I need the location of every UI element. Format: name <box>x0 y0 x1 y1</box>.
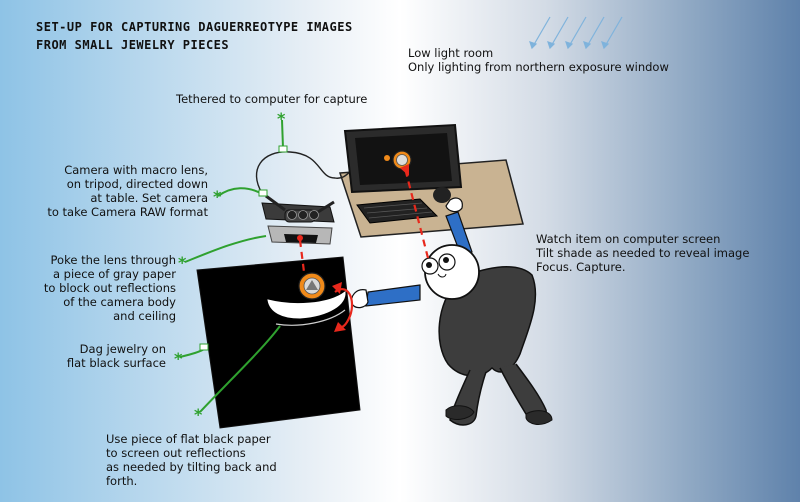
note-black-paper: Use piece of flat black paper to screen … <box>106 432 277 488</box>
leader-tethered <box>281 119 284 149</box>
tether-cable <box>255 151 356 194</box>
note-room-lighting: Low light room Only lighting from northe… <box>408 46 669 74</box>
leader-camera <box>217 187 263 197</box>
svg-text:*: * <box>213 187 222 206</box>
leader-poke <box>184 235 267 263</box>
tilt-arrows <box>332 282 354 332</box>
note-camera: Camera with macro lens, on tripod, direc… <box>47 163 208 219</box>
note-tethered: Tethered to computer for capture <box>176 92 368 106</box>
page-title: SET-UP FOR CAPTURING DAGUERREOTYPE IMAGE… <box>36 18 353 54</box>
note-watch-screen: Watch item on computer screen Tilt shade… <box>536 232 750 274</box>
person-figure <box>351 197 553 426</box>
svg-text:*: * <box>194 405 203 424</box>
title-line-1: SET-UP FOR CAPTURING DAGUERREOTYPE IMAGE… <box>36 20 353 34</box>
window-light-rays <box>529 16 623 50</box>
camera-on-tripod <box>261 194 335 245</box>
svg-text:*: * <box>174 349 183 368</box>
mouse <box>433 187 451 203</box>
sightline-camera <box>298 239 306 273</box>
note-dag-jewelry: Dag jewelry on flat black surface <box>66 342 166 370</box>
svg-text:*: * <box>277 109 286 128</box>
gray-paper <box>267 291 346 319</box>
note-poke-lens: Poke the lens through a piece of gray pa… <box>43 253 176 323</box>
computer-monitor <box>343 123 463 194</box>
sightline-monitor <box>404 171 430 259</box>
title-line-2: FROM SMALL JEWELRY PIECES <box>36 38 230 52</box>
leader-paper <box>199 325 281 413</box>
svg-text:*: * <box>178 253 187 272</box>
black-paper-surface <box>196 256 361 429</box>
